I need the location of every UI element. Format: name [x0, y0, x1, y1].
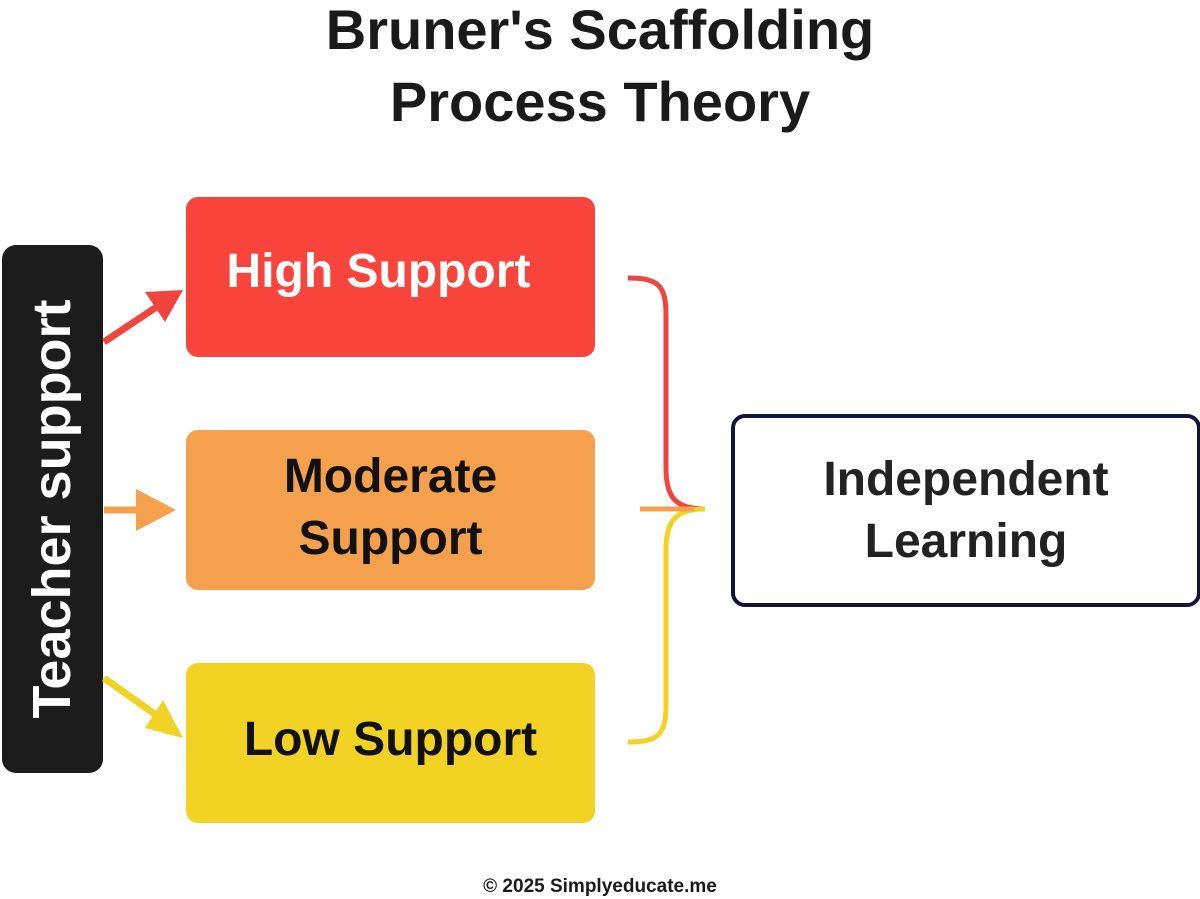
independent-learning-box: Independent Learning: [731, 414, 1200, 607]
title-line-1: Bruner's Scaffolding: [325, 0, 875, 61]
arrow-to-low-support: [101, 675, 183, 738]
low-support-label: Low Support: [243, 713, 538, 766]
low-support-brace: [627, 506, 706, 745]
teacher-support-bar: [2, 245, 103, 773]
copyright-footer: © 2025 Simplyeducate.me: [483, 876, 717, 897]
high-support-box: High Support: [186, 197, 595, 357]
low-support-box: Low Support: [186, 663, 595, 823]
diagram-title: Bruner's Scaffolding Process Theory: [0, 0, 1200, 138]
arrow-to-moderate-support: [104, 489, 176, 531]
independent-learning-label: Independent Learning: [823, 452, 1109, 568]
title-line-2: Process Theory: [389, 70, 811, 133]
moderate-support-box: Moderate Support: [186, 430, 595, 590]
high-support-label: High Support: [226, 245, 531, 298]
arrow-to-high-support: [102, 290, 183, 345]
high-support-brace: [627, 275, 706, 512]
moderate-support-label: Moderate Support: [283, 450, 498, 565]
